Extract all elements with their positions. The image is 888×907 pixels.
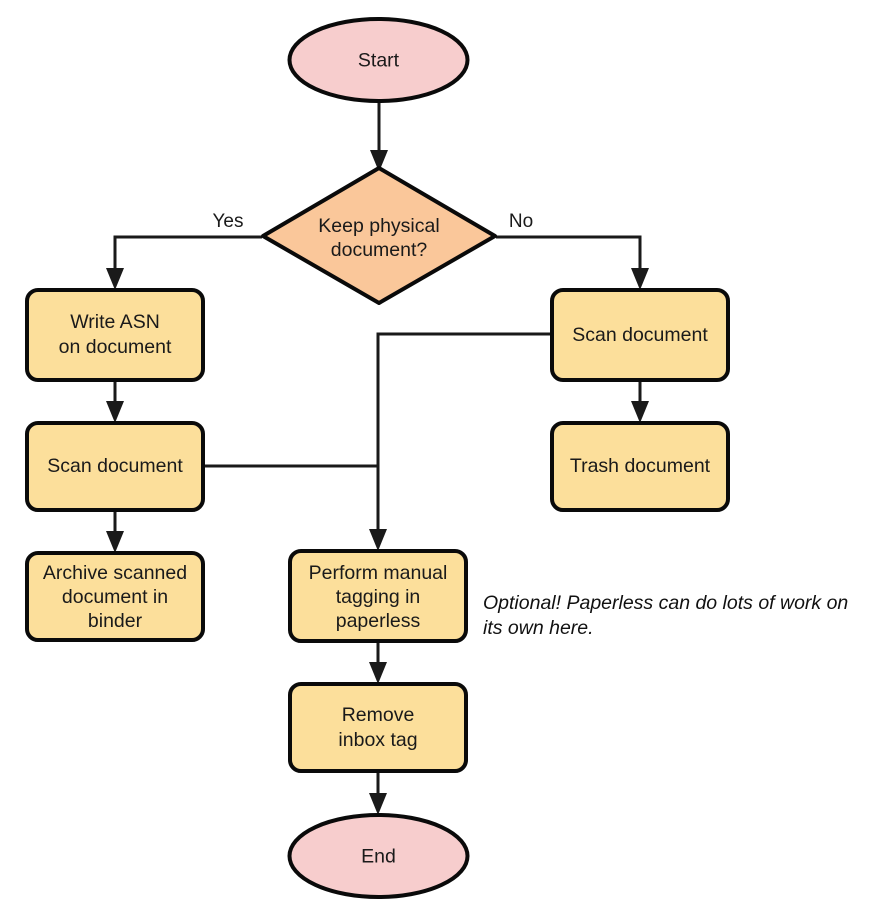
- edge-tagging-to-remove-tag: [369, 641, 387, 684]
- edge-scan-right-to-trash: [631, 380, 649, 423]
- archive-label-line1: Archive scanned: [43, 562, 187, 584]
- edge-write-asn-to-scan-left: [106, 380, 124, 423]
- archive-label-line2: document in: [62, 586, 168, 608]
- end-ellipse[interactable]: [287, 813, 470, 899]
- annotation-optional-note: Optional! Paperless can do lots of work …: [483, 592, 848, 639]
- node-remove-inbox-tag[interactable]: Remove inbox tag: [288, 682, 468, 773]
- node-start[interactable]: Start: [287, 17, 470, 103]
- scan-document-left-box[interactable]: [25, 421, 205, 512]
- start-label: Start: [358, 50, 400, 72]
- scan-document-left-label: Scan document: [47, 455, 183, 477]
- edge-scan-left-to-archive: [106, 510, 124, 553]
- edge-scan-right-to-tagging: [369, 332, 552, 551]
- optional-note-line2: its own here.: [483, 617, 594, 639]
- node-archive-scanned-document[interactable]: Archive scanned document in binder: [25, 551, 205, 642]
- trash-document-box[interactable]: [550, 421, 730, 512]
- archive-label-line3: binder: [88, 610, 143, 632]
- start-ellipse[interactable]: [287, 17, 470, 103]
- node-scan-document-left[interactable]: Scan document: [25, 421, 205, 512]
- edge-start-to-decision: [370, 101, 388, 172]
- optional-note-line1: Optional! Paperless can do lots of work …: [483, 592, 848, 614]
- decision-label-line2: document?: [331, 239, 428, 261]
- scan-document-right-label: Scan document: [572, 324, 708, 346]
- write-asn-box[interactable]: [25, 288, 205, 382]
- edge-decision-to-scan-right: [496, 235, 649, 290]
- tagging-label-line2: tagging in: [336, 586, 421, 608]
- archive-box[interactable]: [25, 551, 205, 642]
- decision-label-line1: Keep physical: [318, 215, 439, 237]
- remove-inbox-tag-label-line1: Remove: [342, 704, 415, 726]
- tagging-label-line3: paperless: [336, 610, 421, 632]
- write-asn-label-line1: Write ASN: [70, 311, 160, 333]
- tagging-label-line1: Perform manual: [309, 562, 448, 584]
- node-decision-keep-physical-document[interactable]: Keep physical document?: [261, 166, 497, 305]
- decision-diamond[interactable]: [261, 166, 497, 305]
- scan-document-right-box[interactable]: [550, 288, 730, 382]
- write-asn-label-line2: on document: [59, 336, 172, 358]
- node-end[interactable]: End: [287, 813, 470, 899]
- end-label: End: [361, 846, 396, 868]
- remove-inbox-tag-label-line2: inbox tag: [338, 729, 417, 751]
- trash-document-label: Trash document: [570, 455, 711, 477]
- edge-label-no: No: [509, 211, 533, 232]
- remove-inbox-tag-box[interactable]: [288, 682, 468, 773]
- node-trash-document[interactable]: Trash document: [550, 421, 730, 512]
- edge-label-yes: Yes: [213, 211, 244, 232]
- node-scan-document-right[interactable]: Scan document: [550, 288, 730, 382]
- node-perform-manual-tagging[interactable]: Perform manual tagging in paperless: [288, 549, 468, 643]
- edge-remove-tag-to-end: [369, 771, 387, 815]
- node-write-asn-on-document[interactable]: Write ASN on document: [25, 288, 205, 382]
- tagging-box[interactable]: [288, 549, 468, 643]
- edge-decision-to-write-asn: [106, 235, 262, 290]
